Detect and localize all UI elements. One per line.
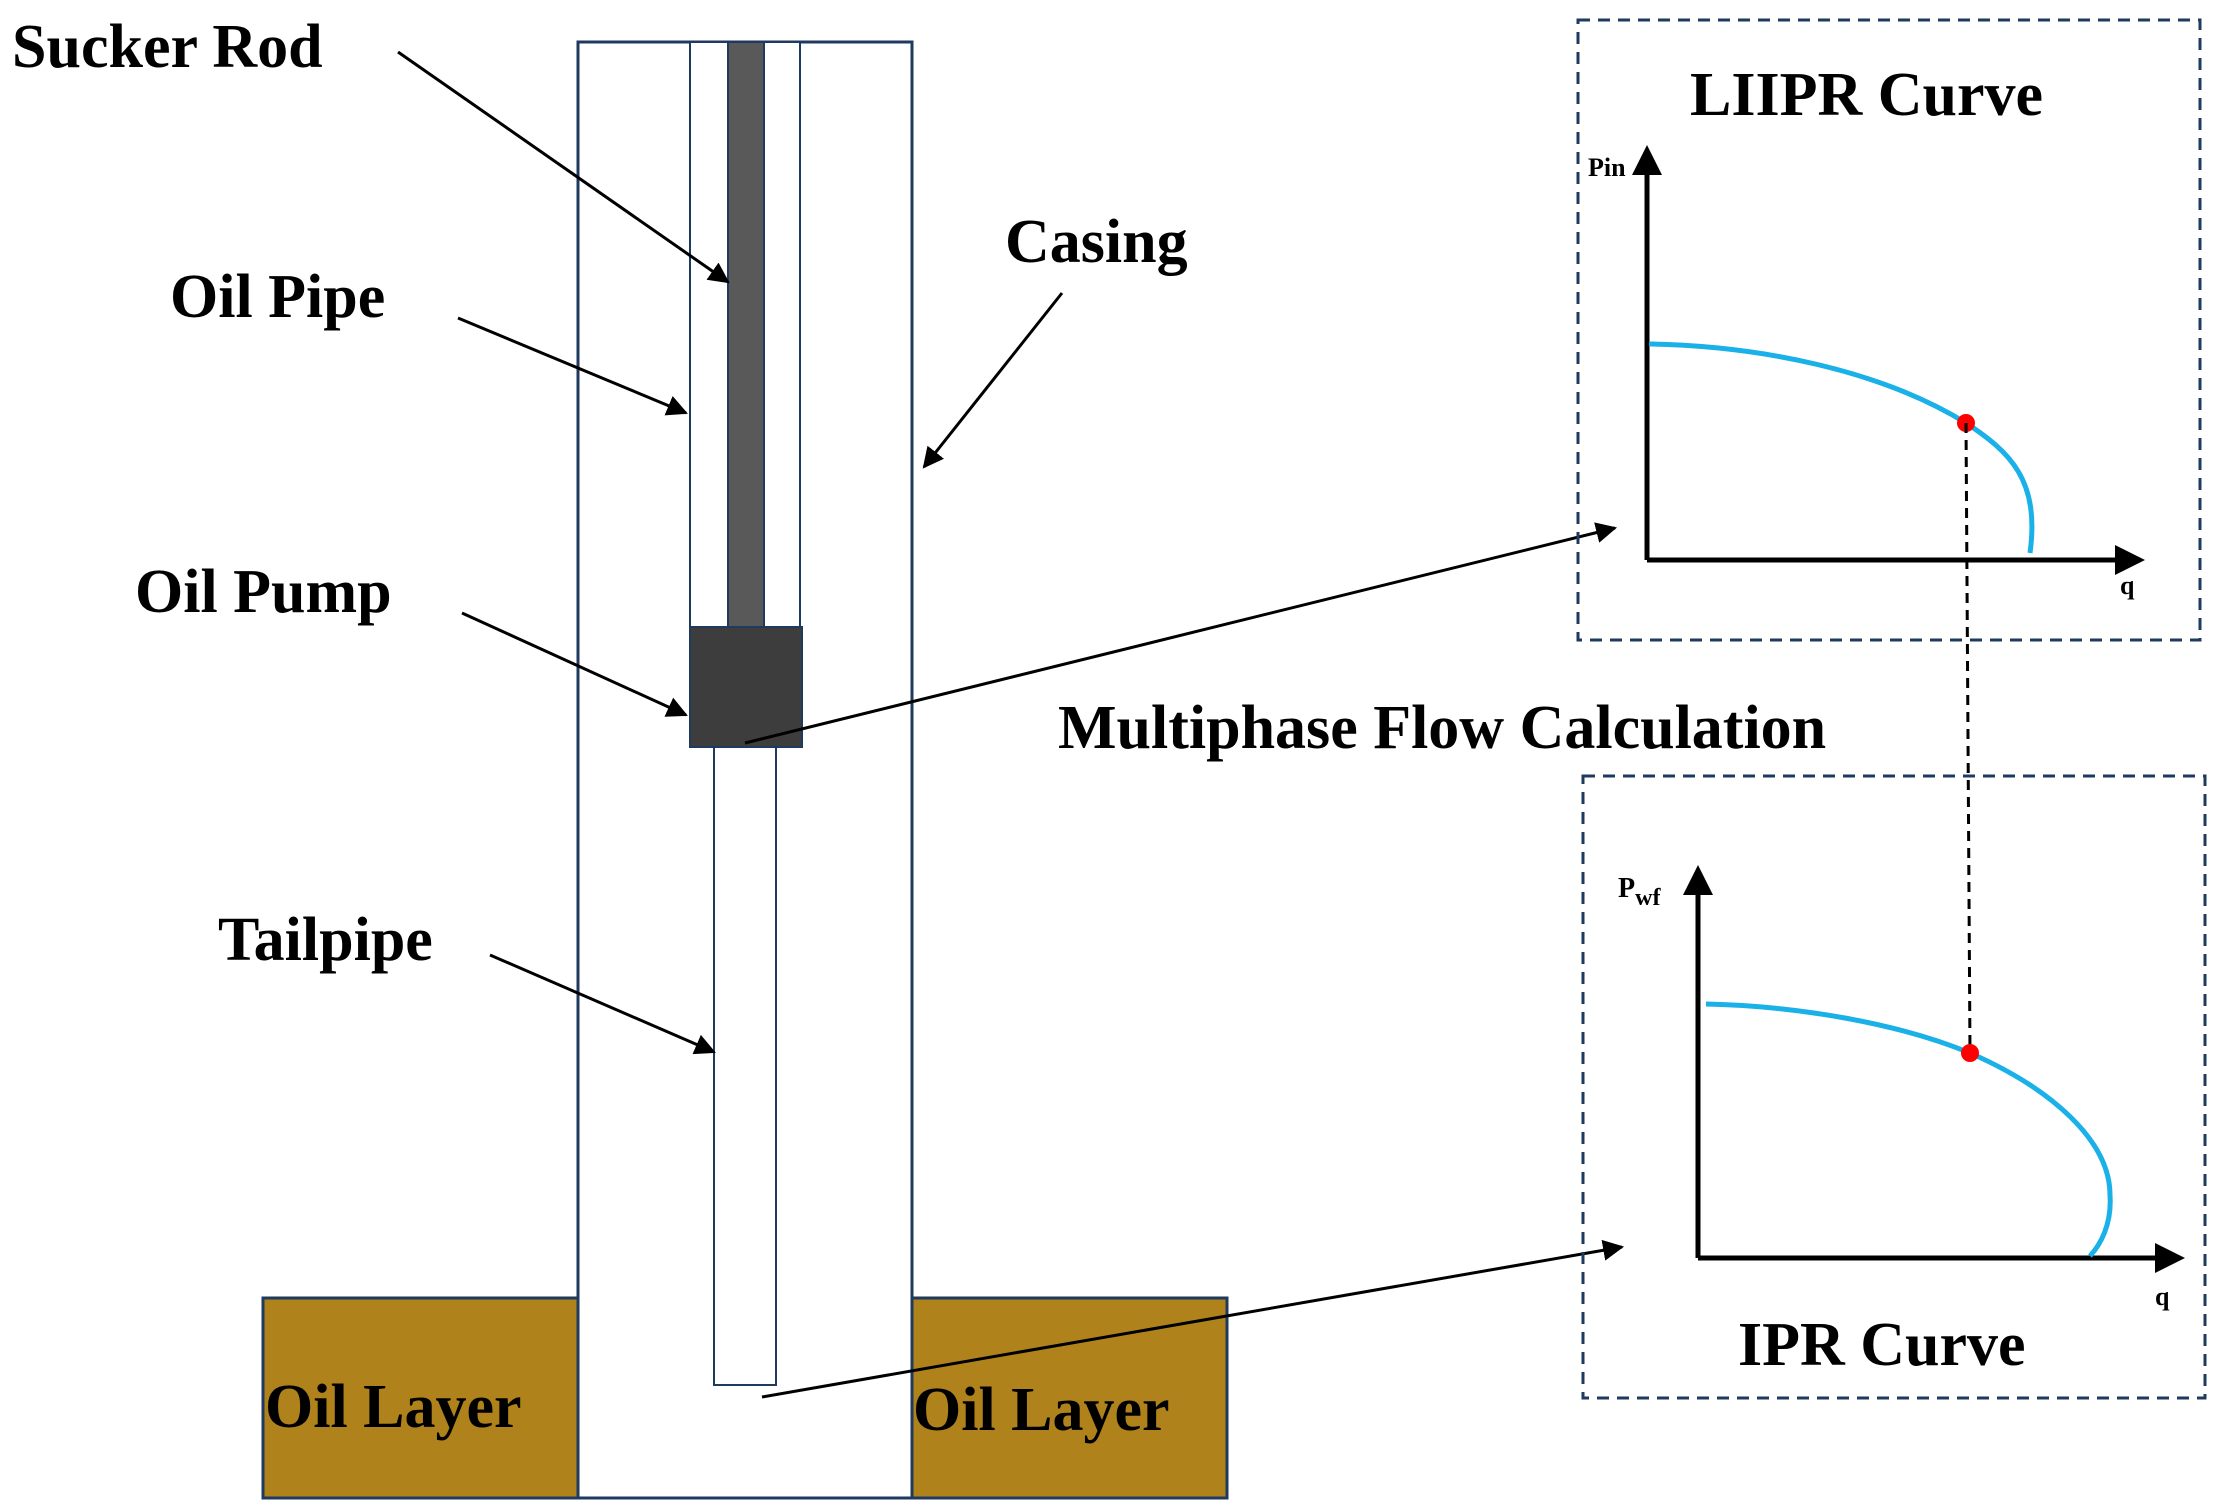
label-oil-pipe: Oil Pipe xyxy=(170,263,385,331)
liipr-curve xyxy=(1648,341,2035,554)
arrow-oil-pump xyxy=(461,611,688,717)
arrow-casing xyxy=(922,292,1064,469)
oil-layer-right xyxy=(910,1296,1229,1500)
ipr-curve xyxy=(1705,1001,2113,1258)
operating-point-connector xyxy=(1964,422,1972,1054)
label-oil-layer-right: Oil Layer xyxy=(913,1376,1170,1444)
label-casing: Casing xyxy=(1005,208,1188,276)
liipr-title: LIIPR Curve xyxy=(1690,61,2043,129)
ipr-y-label-main: P xyxy=(1618,873,1635,904)
ipr-panel-border xyxy=(1581,774,2207,1400)
label-sucker-rod: Sucker Rod xyxy=(12,13,323,81)
ipr-title: IPR Curve xyxy=(1738,1311,2026,1379)
ipr-operating-point xyxy=(1961,1044,1979,1062)
liipr-panel-border xyxy=(1576,18,2202,642)
label-multiphase: Multiphase Flow Calculation xyxy=(1058,694,1826,762)
sucker-rod xyxy=(727,41,765,628)
liipr-x-label: q xyxy=(2120,571,2135,600)
label-oil-layer-left: Oil Layer xyxy=(265,1373,522,1441)
label-tailpipe: Tailpipe xyxy=(218,906,433,974)
oil-pump xyxy=(689,626,803,748)
label-oil-pump: Oil Pump xyxy=(135,558,392,626)
arrow-tailpipe xyxy=(489,953,716,1055)
arrow-oil-pipe xyxy=(457,316,688,416)
liipr-y-label: Pin xyxy=(1588,153,1626,182)
ipr-y-label-sub: wf xyxy=(1635,885,1661,911)
oil-layer-left xyxy=(261,1296,580,1500)
ipr-y-label: Pwf xyxy=(1618,873,1661,911)
arrow-sucker-rod xyxy=(397,50,730,284)
ipr-panel: Pwf q IPR Curve xyxy=(1581,774,2207,1400)
arrow-bottom-to-ipr xyxy=(761,1239,1625,1399)
arrow-pump-to-liipr xyxy=(744,522,1618,745)
liipr-panel: LIIPR Curve Pin q xyxy=(1576,18,2202,642)
tailpipe xyxy=(713,746,777,1386)
ipr-x-label: q xyxy=(2155,1282,2170,1311)
